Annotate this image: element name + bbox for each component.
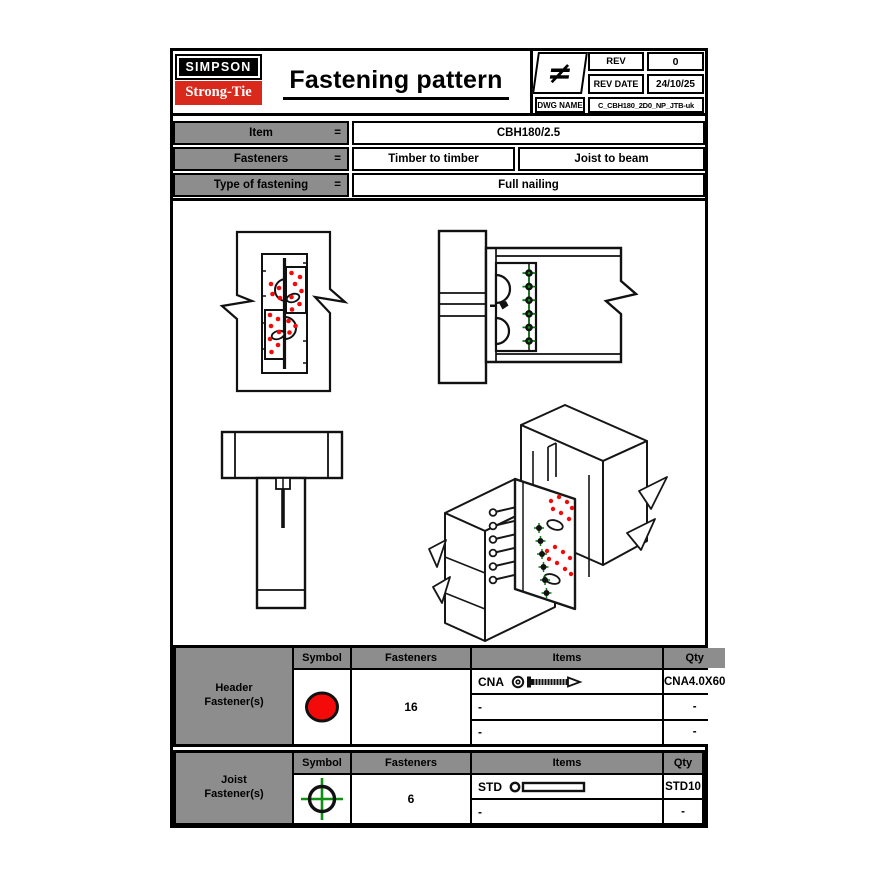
header-fasteners-qty: 16	[352, 670, 470, 744]
column-header-fasteners: Fasteners	[352, 648, 470, 668]
title-block: SIMPSON Strong-Tie Fastening pattern ≠ R…	[173, 51, 705, 116]
std-dowel-icon	[509, 781, 586, 792]
fasteners-value-left: Timber to timber	[352, 147, 515, 171]
column-header-qty: Qty	[664, 648, 726, 668]
info-row-fasteners: Fasteners = Timber to timber Joist to be…	[173, 147, 705, 171]
equals-sign: =	[334, 127, 341, 139]
type-of-fastening-label: Type of fastening	[213, 179, 309, 191]
dwg-name-label: DWG NAME	[535, 97, 585, 113]
column-header-fasteners: Fasteners	[352, 753, 470, 773]
red-circle-symbol-icon	[305, 691, 339, 723]
sheet-title: Fastening pattern	[265, 66, 527, 100]
joist-fastener-symbol-cell	[294, 775, 350, 823]
cna-nail-dots-top-view	[267, 270, 304, 355]
header-fasteners-table: Header Fastener(s) Symbol Fasteners Item…	[173, 645, 726, 747]
view-front-elevation	[220, 430, 344, 610]
column-header-items: Items	[472, 648, 662, 668]
rev-value: 0	[647, 52, 704, 71]
view-isometric-exploded	[428, 404, 668, 642]
item-name-cell: -	[664, 800, 702, 823]
fastener-name-cell: STD	[472, 775, 662, 798]
type-label-cell: Type of fastening =	[173, 173, 349, 197]
type-of-fastening-value: Full nailing	[352, 173, 705, 197]
drawing-sheet: SIMPSON Strong-Tie Fastening pattern ≠ R…	[170, 48, 726, 828]
rev-date-label: REV DATE	[588, 74, 644, 94]
item-name-cell: -	[664, 695, 726, 719]
view-top-plan	[219, 230, 349, 393]
column-header-symbol: Symbol	[294, 753, 350, 773]
item-label-cell: Item =	[173, 121, 349, 145]
std-dowel-dots-side-view	[522, 266, 536, 348]
equals-sign: =	[334, 153, 341, 165]
fastener-name-cell: -	[472, 695, 662, 719]
item-name-cell: STD10	[664, 775, 702, 798]
joist-fasteners-qty: 6	[352, 775, 470, 823]
fastener-name-cell: CNA	[472, 670, 662, 694]
simpson-strongtie-logo: SIMPSON Strong-Tie	[175, 54, 262, 105]
fasteners-label-cell: Fasteners =	[173, 147, 349, 171]
logo-strongtie-box: Strong-Tie	[175, 81, 262, 105]
fastener-name-cell: -	[472, 720, 662, 744]
item-value: CBH180/2.5	[352, 121, 705, 145]
equals-sign: =	[334, 179, 341, 191]
fastener-name-cell: -	[472, 800, 662, 823]
fasteners-label: Fasteners	[233, 153, 289, 165]
rev-label: REV	[588, 52, 644, 71]
green-crosshair-circle-icon	[301, 778, 343, 820]
sheet-title-text: Fastening pattern	[283, 66, 509, 100]
fasteners-value-right: Joist to beam	[518, 147, 705, 171]
column-header-items: Items	[472, 753, 662, 773]
view-side-elevation	[437, 229, 639, 385]
cna-nail-icon	[511, 675, 583, 688]
fastener-name: CNA	[478, 674, 504, 689]
fastening-pattern-drawing	[219, 229, 668, 642]
header-fastener-symbol-cell	[294, 670, 350, 744]
cna-nails-isometric	[488, 504, 526, 585]
header-fasteners-row-label: Header Fastener(s)	[176, 648, 292, 744]
rev-date-value: 24/10/25	[647, 74, 704, 94]
column-header-symbol: Symbol	[294, 648, 350, 668]
cna-nail-dots-isometric	[544, 494, 575, 577]
info-row-item: Item = CBH180/2.5	[173, 121, 705, 145]
dwg-name-value: C_CBH180_2D0_NP_JTB-uk	[588, 97, 704, 113]
joist-fasteners-row-label: Joist Fastener(s)	[176, 753, 292, 823]
item-label: Item	[249, 127, 273, 139]
drawing-area	[173, 198, 705, 645]
std-dowel-dots-isometric	[534, 523, 552, 598]
fastener-name: STD	[478, 779, 502, 794]
column-header-qty: Qty	[664, 753, 702, 773]
item-name-cell: CNA4.0X60	[664, 670, 726, 694]
logo-simpson-text: SIMPSON	[177, 56, 260, 78]
item-name-cell: -	[664, 720, 726, 744]
not-equal-icon: ≠	[532, 52, 588, 94]
info-row-type: Type of fastening = Full nailing	[173, 173, 705, 197]
logo-simpson-box: SIMPSON	[175, 54, 262, 80]
revision-block: ≠ REV 0 REV DATE 24/10/25 DWG NAME C_CBH…	[530, 51, 705, 116]
joist-fasteners-table: Joist Fastener(s) Symbol Fasteners Items…	[173, 750, 705, 826]
